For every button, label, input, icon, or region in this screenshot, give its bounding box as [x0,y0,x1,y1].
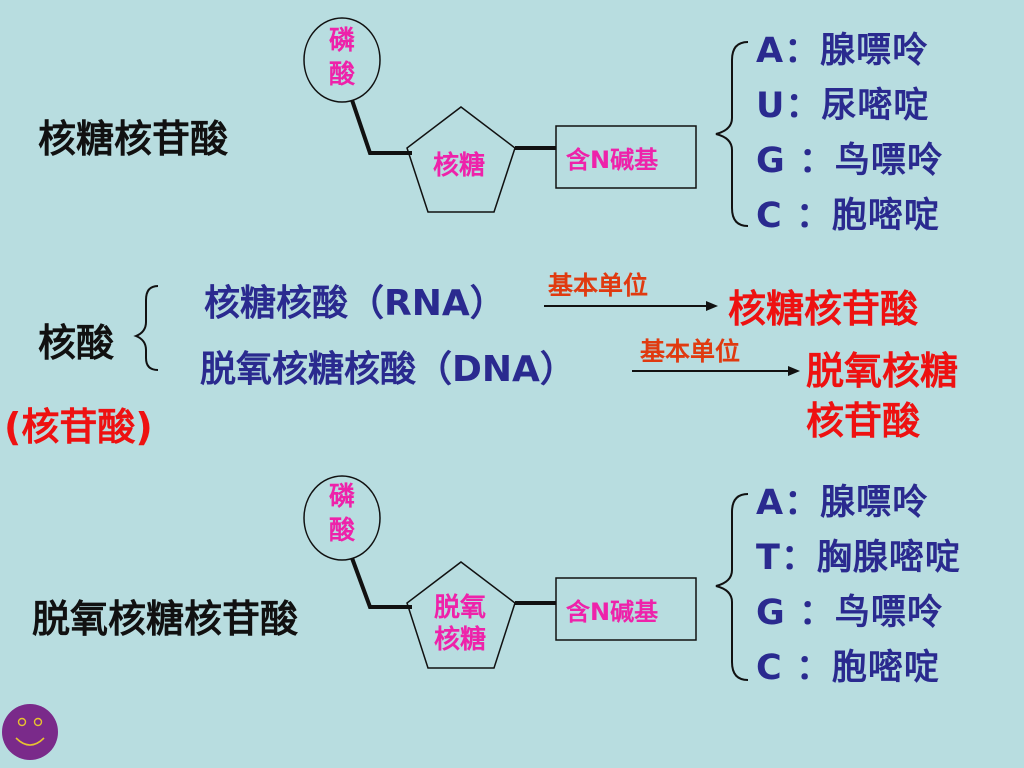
dna-arrow-head [788,366,800,376]
dna-unit: 脱氧核糖 核苷酸 [806,349,959,443]
bottom-base-label: 含N碱基 [566,598,659,626]
dna-label: 脱氧核糖核酸（DNA） [200,349,576,390]
base-g: G ：鸟嘌呤 [756,593,943,633]
base-u: U：尿嘧啶 [756,86,930,126]
top-sugar-label: 核糖 [433,151,486,181]
rna-unit: 核糖核苷酸 [728,287,919,331]
top-base-list: A：腺嘌呤 U：尿嘧啶 G ：鸟嘌呤 C ：胞嘧啶 [756,24,943,244]
ribonucleotide-title: 核糖核苷酸 [38,117,229,161]
bottom-phosphate-label: 磷 酸 [328,482,355,546]
top-phosphate-label: 磷 酸 [328,26,355,90]
rna-arrow-head [706,301,718,311]
base-a: A：腺嘌呤 [756,483,929,523]
base-c: C ：胞嘧啶 [756,648,940,688]
rna-unit-arrow-label: 基本单位 [548,271,649,300]
bottom-base-list: A：腺嘌呤 T：胸腺嘧啶 G ：鸟嘌呤 C ：胞嘧啶 [756,476,961,696]
bottom-sugar-label: 脱氧 核糖 [433,593,486,655]
base-a: A：腺嘌呤 [756,31,929,71]
deoxyribonucleotide-title: 脱氧核糖核苷酸 [32,597,299,641]
top-base-box [555,125,697,189]
top-phosphate-circle [303,17,381,103]
bottom-bases-brace [715,493,749,681]
base-c: C ：胞嘧啶 [756,196,940,236]
base-t: T：胸腺嘧啶 [756,538,961,578]
rna-label: 核糖核酸（RNA） [204,283,506,324]
dna-unit-arrow-label: 基本单位 [640,337,741,366]
bottom-phosphate-circle [303,475,381,561]
top-bases-brace [715,41,749,227]
nucleic-acid-label: 核酸 [38,321,115,365]
top-base-label: 含N碱基 [566,146,659,174]
top-phosphate-bond [350,99,412,155]
nucleic-acid-brace [133,285,159,371]
smiley-face-icon [2,704,58,760]
bottom-phosphate-bond [350,557,412,609]
top-sugar-pentagon [406,106,516,213]
base-g: G ：鸟嘌呤 [756,141,943,181]
bottom-base-box [555,577,697,641]
bottom-sugar-pentagon [406,561,516,669]
nucleic-acid-alt-label: (核苷酸) [4,405,153,449]
